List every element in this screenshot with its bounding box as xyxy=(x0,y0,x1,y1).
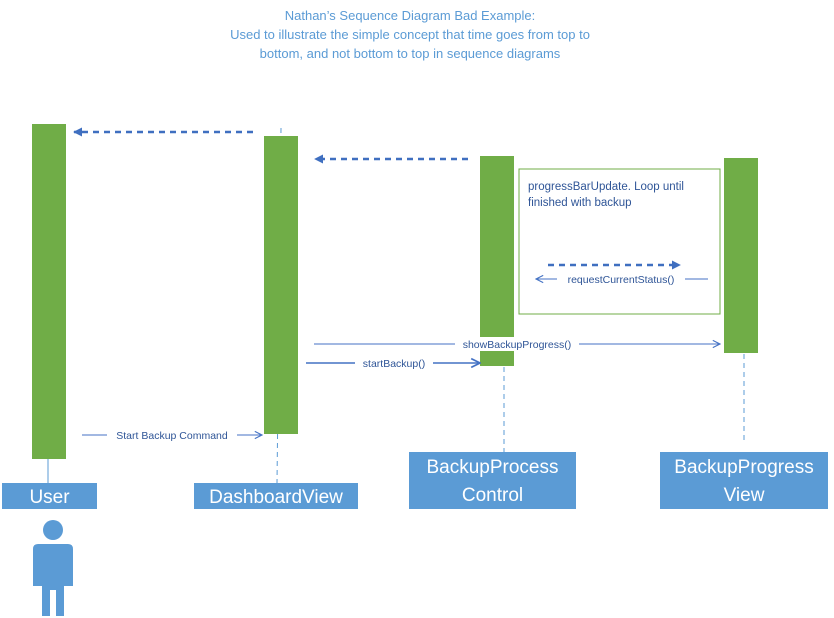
show-backup-progress-label-bg xyxy=(455,337,579,351)
start-backup-command-label: Start Backup Command xyxy=(116,430,228,442)
show-backup-progress-label: showBackupProgress() xyxy=(463,339,572,351)
backup-control-label-line-1: BackupProcess xyxy=(426,457,558,478)
progress-view-lifeline-box xyxy=(660,452,828,509)
loop-note-box xyxy=(518,168,721,315)
title-line-3: bottom, and not bottom to top in sequenc… xyxy=(260,46,561,61)
progress-view-label-line-1: BackupProgress xyxy=(674,457,813,478)
user-activation-bar xyxy=(32,124,66,459)
loop-note-line-2: finished with backup xyxy=(528,197,632,209)
backup-control-lifeline-box xyxy=(409,452,576,509)
user-lifeline-label: User xyxy=(29,487,70,508)
backup-control-activation-bar xyxy=(480,156,514,366)
progress-view-label-line-2: View xyxy=(724,485,765,506)
user-actor-icon xyxy=(33,520,73,616)
request-current-status-label-bg xyxy=(557,272,685,286)
backup-control-label-line-2: Control xyxy=(462,485,523,506)
title-line-2: Used to illustrate the simple concept th… xyxy=(230,27,590,42)
loop-note-line-1: progressBarUpdate. Loop until xyxy=(528,181,684,193)
start-backup-label: startBackup() xyxy=(363,358,425,370)
dashboard-lifeline-box xyxy=(194,483,358,509)
start-backup-command-label-bg xyxy=(107,428,237,442)
dashboard-lifeline-label: DashboardView xyxy=(209,487,343,508)
title-line-1: Nathan’s Sequence Diagram Bad Example: xyxy=(285,8,536,23)
request-current-status-label: requestCurrentStatus() xyxy=(568,274,675,286)
dashboard-activation-bar xyxy=(264,136,298,434)
progress-view-activation-bar xyxy=(724,158,758,353)
user-lifeline-box xyxy=(2,483,97,509)
start-backup-label-bg xyxy=(355,356,433,370)
